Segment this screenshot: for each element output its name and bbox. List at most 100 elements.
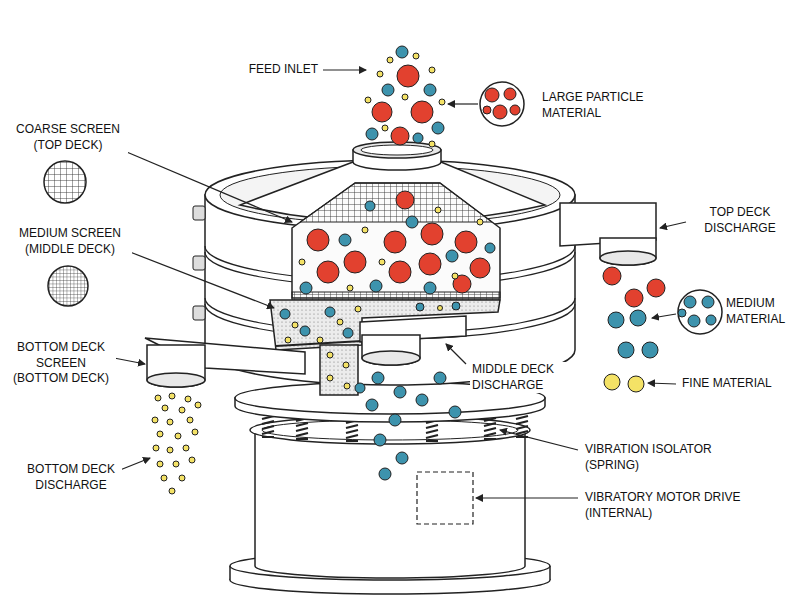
- coarse-screen-mesh: [300, 183, 492, 222]
- fine-particle: [402, 94, 408, 100]
- top-deck-collar: [600, 238, 656, 265]
- middle-deck-tube: [362, 335, 420, 365]
- medium-particle: [339, 234, 351, 246]
- medium-particle: [434, 372, 446, 384]
- bottom-deck-tube: [147, 345, 205, 387]
- top-deck-opening: [600, 251, 656, 265]
- medium-particle: [452, 302, 460, 310]
- callout-label: TOP DECK DISCHARGE: [690, 205, 790, 236]
- medium-particle: [396, 46, 408, 58]
- large-particle: [419, 253, 441, 275]
- medium-particle: [678, 309, 686, 317]
- inset-circle: [678, 290, 722, 334]
- fine-particle: [344, 383, 350, 389]
- medium-particle: [389, 414, 401, 426]
- medium-particle: [394, 386, 406, 398]
- medium-particle: [485, 243, 495, 253]
- medium-particle: [372, 372, 384, 384]
- medium-particle: [300, 282, 312, 294]
- motor-outline: [417, 472, 473, 524]
- fine-particle: [382, 125, 388, 131]
- callout-label: COARSE SCREEN (TOP DECK): [8, 122, 128, 153]
- large-particle: [389, 261, 411, 283]
- medium-particle: [618, 342, 634, 358]
- medium-particle: [684, 296, 696, 308]
- fine-particle: [299, 259, 305, 265]
- medium-particle: [608, 312, 624, 328]
- fine-particle: [167, 447, 173, 453]
- callout-label: MIDDLE DECK DISCHARGE: [470, 362, 570, 393]
- fine-particle: [179, 407, 185, 413]
- medium-mesh-inset: [48, 266, 88, 306]
- leader-arrow: [323, 69, 366, 70]
- medium-particle: [374, 434, 386, 446]
- bottom-deck-opening: [147, 373, 205, 387]
- large-particle: [455, 231, 477, 253]
- medium-particle: [642, 342, 658, 358]
- fine-particle: [187, 417, 193, 423]
- fine-particle: [169, 393, 175, 399]
- fine-particle: [185, 396, 191, 402]
- fine-particle: [292, 322, 298, 328]
- callout-label: MEDIUM SCREEN (MIDDLE DECK): [8, 226, 132, 257]
- medium-particle: [630, 310, 646, 326]
- fine-particle: [343, 362, 349, 368]
- large-particle: [411, 101, 433, 123]
- large-particle: [510, 105, 520, 115]
- medium-particle: [416, 303, 424, 311]
- base-body: [255, 430, 525, 578]
- fine-particle: [162, 405, 168, 411]
- medium-particle: [300, 326, 310, 336]
- fine-particle: [195, 402, 201, 408]
- callout-label: VIBRATORY MOTOR DRIVE (INTERNAL): [583, 490, 757, 521]
- medium-particle: [396, 452, 408, 464]
- medium-particle: [382, 84, 394, 96]
- fine-particle: [317, 337, 323, 343]
- coarse-mesh-inset: [44, 161, 86, 203]
- fine-particle: [179, 475, 185, 481]
- medium-particle: [413, 133, 423, 143]
- fine-particle: [365, 97, 371, 103]
- leader-arrow: [130, 252, 274, 308]
- fine-particle: [355, 306, 361, 312]
- fine-particle: [337, 319, 343, 325]
- fine-particle: [327, 352, 333, 358]
- callout-label: BOTTOM DECK DISCHARGE: [20, 462, 122, 493]
- fine-particle: [157, 431, 163, 437]
- leader-arrow: [652, 314, 676, 318]
- fine-particle: [167, 419, 173, 425]
- large-particle: [421, 223, 443, 245]
- medium-particle: [424, 282, 436, 294]
- fine-particle: [153, 445, 159, 451]
- fine-particle: [183, 445, 189, 451]
- medium-particle: [379, 468, 391, 480]
- large-particle: [384, 231, 406, 253]
- fine-particle: [435, 207, 441, 213]
- large-particle: [485, 88, 499, 102]
- medium-particle: [446, 250, 458, 262]
- dome-cover: [240, 162, 545, 223]
- medium-particle: [325, 307, 335, 317]
- fine-particle: [189, 457, 195, 463]
- large-particle: [647, 279, 665, 297]
- fine-particle: [429, 141, 435, 147]
- fine-particle: [175, 433, 181, 439]
- fine-particle: [452, 273, 458, 279]
- medium-particle: [355, 383, 365, 393]
- callout-label: FINE MATERIAL: [680, 376, 774, 392]
- fine-particle: [169, 488, 175, 494]
- fine-particle: [413, 53, 419, 59]
- leader-arrow: [660, 222, 686, 228]
- fine-particle: [173, 461, 179, 467]
- large-particle: [504, 88, 516, 100]
- fine-particle: [152, 417, 158, 423]
- fine-particle: [362, 227, 368, 233]
- large-particle: [470, 258, 490, 278]
- fine-particle: [327, 375, 333, 381]
- fine-particle: [377, 71, 383, 77]
- fine-particle: [161, 475, 167, 481]
- fine-particle: [155, 395, 161, 401]
- leader-arrow: [122, 150, 292, 222]
- medium-particle: [365, 201, 375, 211]
